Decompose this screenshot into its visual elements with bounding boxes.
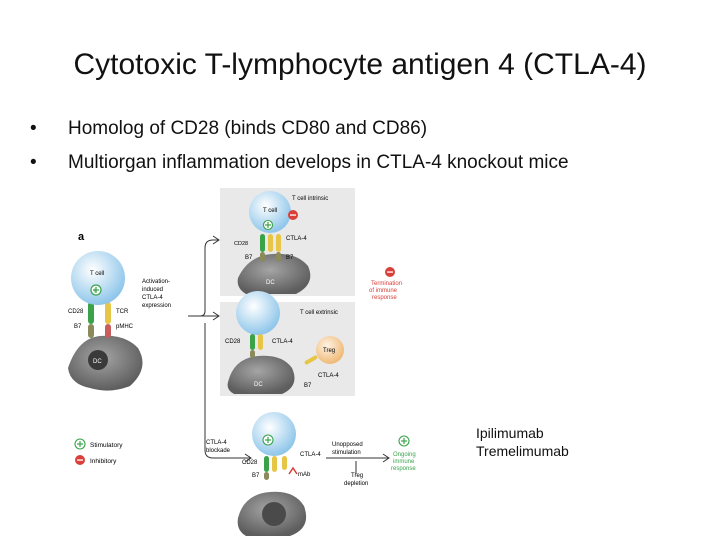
ctla4-mechanism-figure: a DC + T cell CD28 TCR B7 pMHC Activatio… [60,188,430,538]
left-cell-pair: DC + T cell CD28 TCR B7 pMHC [68,251,143,391]
extrinsic-title: T cell extrinsic [300,310,338,316]
left-cd28-label: CD28 [68,309,84,315]
left-t-cell [71,251,125,305]
legend-inhibitory-label: Inhibitory [90,458,117,465]
left-tcell-label: T cell [90,271,104,277]
intrinsic-ctla4-label: CTLA-4 [286,236,307,242]
intrinsic-cd28 [260,234,265,252]
intrinsic-b7-b [276,252,281,262]
left-dc-label: DC [93,359,102,365]
bullet-text: Multiorgan inflammation develops in CTLA… [68,152,569,173]
left-b7-ligand [88,324,94,338]
blockade-mab [288,466,298,475]
extrinsic-cells: T cell extrinsic DC Treg CD28 CTLA-4 CTL… [225,291,344,394]
intrinsic-ctla4 [276,234,281,252]
blockade-ctla4 [282,456,287,470]
left-tcr-label: TCR [116,309,129,315]
arrow-to-intrinsic [188,239,218,317]
left-pmhc-label: pMHC [116,324,134,330]
panel-label: a [78,231,85,243]
extrinsic-tcr [258,334,263,350]
blockade-cd28-label: CD28 [242,460,258,466]
intrinsic-b7-left-label: B7 [245,255,253,261]
left-cd28-receptor [88,302,94,324]
drug-name: Ipilimumab [476,425,544,441]
extrinsic-cd28-label: CD28 [225,339,241,345]
legend-stimulatory-label: Stimulatory [90,442,123,449]
blockade-b7 [264,472,269,480]
blockade-b7-label: B7 [252,473,260,479]
blockade-ctla4-label: CTLA-4 [300,452,321,458]
blockade-t-cell [252,412,296,456]
bullet-dot-icon: • [30,152,37,173]
extrinsic-dc-label: DC [254,382,263,388]
extrinsic-b7 [250,350,255,358]
intrinsic-b7-right-label: B7 [286,255,294,261]
bullet-list: • Homolog of CD28 (binds CD80 and CD86) •… [30,117,569,185]
intrinsic-cd28-label: CD28 [234,241,248,247]
extrinsic-cd28 [250,334,255,350]
intrinsic-title: T cell intrinsic [292,196,328,202]
slide-title: Cytotoxic T-lymphocyte antigen 4 (CTLA-4… [73,48,647,81]
treg-cell [316,336,344,364]
extrinsic-ctla4b-label: CTLA-4 [318,373,339,379]
extrinsic-ctla4-label: CTLA-4 [272,339,293,345]
bullet-item: • Multiorgan inflammation develops in CTL… [30,151,569,185]
extrinsic-b7-label: B7 [304,383,312,389]
legend: Stimulatory Inhibitory [74,438,123,465]
intrinsic-tcr [268,234,273,252]
drug-name: Tremelimumab [476,443,569,459]
bullet-dot-icon: • [30,118,37,139]
bullet-text: Homolog of CD28 (binds CD80 and CD86) [68,118,428,139]
left-b7-label: B7 [74,324,82,330]
left-pmhc-ligand [105,324,111,338]
left-dc-nucleus [88,350,108,370]
blockade-mab-label: mAb [298,472,311,478]
drug-list: Ipilimumab Tremelimumab [476,424,569,460]
extrinsic-t-cell [236,291,280,335]
arrow-to-blockade [204,323,250,459]
blockade-cd28 [264,456,269,472]
intrinsic-dc-label: DC [266,280,275,286]
intrinsic-tcell-label: T cell [263,208,277,214]
extrinsic-ctla4-b [304,355,318,365]
blockade-dc-nucleus [262,502,286,526]
intrinsic-t-cell [249,191,291,233]
treg-label: Treg [323,348,335,354]
extrinsic-dc-cell [227,355,295,394]
intrinsic-cells: T cell intrinsic DC T cell CD28 CTLA-4 B… [234,191,328,294]
intrinsic-dc-cell [237,253,311,294]
blockade-tcr [272,456,277,472]
figure-svg: a DC + T cell CD28 TCR B7 pMHC Activatio… [68,188,416,536]
intrinsic-b7-a [260,252,265,262]
left-tcr-receptor [105,302,111,324]
bullet-item: • Homolog of CD28 (binds CD80 and CD86) [30,117,569,151]
svg-text:+: + [93,286,98,295]
